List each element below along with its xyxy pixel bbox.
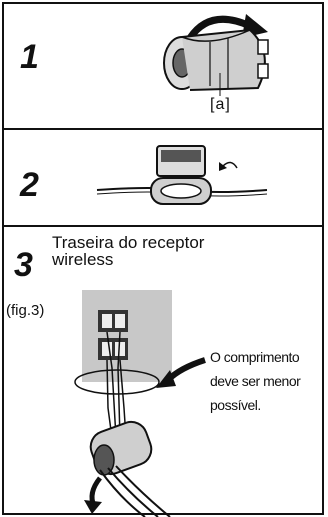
step-3-title: Traseira do receptor wireless [52, 234, 252, 268]
receiver-terminal-illustration [74, 290, 206, 517]
instruction-frame [2, 2, 324, 515]
section-divider [2, 225, 324, 227]
step-number-2: 2 [20, 166, 39, 204]
step-3-title-line-2: wireless [52, 250, 114, 269]
step-number-1: 1 [20, 38, 39, 76]
note-line-2: deve ser menor [210, 373, 301, 389]
callout-label-a: [a] [210, 96, 231, 113]
ferrite-core-open-illustration [163, 14, 269, 96]
cable-in-ferrite-illustration [96, 145, 268, 205]
note-line-1: O comprimento [210, 349, 300, 365]
figure-label: (fig.3) [6, 302, 45, 319]
step-3-title-line-1: Traseira do receptor [52, 233, 205, 252]
note-line-3: possível. [210, 397, 261, 413]
section-divider [2, 128, 324, 130]
step-number-3: 3 [14, 246, 33, 284]
